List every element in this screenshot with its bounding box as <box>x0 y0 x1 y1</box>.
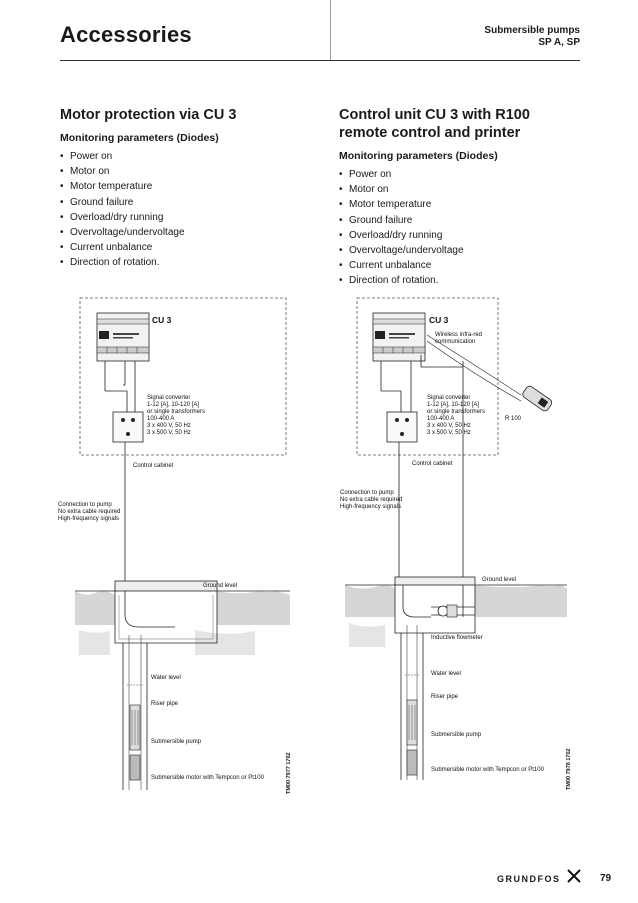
r100-label: R 100 <box>505 416 522 422</box>
motor-label: Submersible motor with Tempcon or Pt100 <box>151 775 264 781</box>
grundfos-logo: GRUNDFOS <box>497 874 561 884</box>
signal-converter-label: Signal converter 1-12 [A], 10-120 [A] or… <box>147 395 206 436</box>
water-level-label: Water level <box>151 675 181 681</box>
list-item: Direction of rotation. <box>60 255 310 270</box>
cu3-device-right <box>372 312 426 362</box>
list-item: Overload/dry running <box>60 210 310 225</box>
right-section-title-line2: remote control and printer <box>339 125 521 141</box>
list-item: Ground failure <box>339 213 589 228</box>
water-level-label-right: Water level <box>431 671 461 677</box>
list-item: Overvoltage/undervoltage <box>339 243 589 258</box>
page-number: 79 <box>600 873 612 884</box>
list-item: Overvoltage/undervoltage <box>60 225 310 240</box>
cu3-label: CU 3 <box>152 315 172 325</box>
left-diagram-code: TM00 7977 1702 <box>286 752 292 794</box>
right-section: Control unit CU 3 with R100 remote contr… <box>339 106 589 289</box>
right-section-title: Control unit CU 3 with R100 remote contr… <box>339 106 589 142</box>
right-section-subtitle: Monitoring parameters (Diodes) <box>339 150 498 162</box>
flowmeter-label: Inductive flowmeter <box>431 635 483 641</box>
ground <box>75 590 290 655</box>
list-item: Overload/dry running <box>339 228 589 243</box>
right-diagram-drawing <box>345 297 567 780</box>
list-item: Ground failure <box>60 195 310 210</box>
list-item: Current unbalance <box>60 240 310 255</box>
list-item: Motor temperature <box>339 197 589 212</box>
left-section-title: Motor protection via CU 3 <box>60 107 237 123</box>
connection-label: Connection to pump No extra cable requir… <box>58 502 121 522</box>
list-item: Motor on <box>339 182 589 197</box>
header-product: Submersible pumps SP A, SP <box>484 25 580 49</box>
signal-converter-label-right: Signal converter 1-12 [A], 10-120 [A] or… <box>427 395 486 436</box>
riser-pipe-label: Riser pipe <box>151 701 179 707</box>
right-section-title-line1: Control unit CU 3 with R100 <box>339 107 530 123</box>
ground-level-label: Ground level <box>203 583 238 589</box>
grundfos-x-icon <box>566 869 582 888</box>
cu3-device <box>96 312 150 362</box>
header-product-line1: Submersible pumps <box>484 25 580 36</box>
left-parameter-list: Power on Motor on Motor temperature Grou… <box>60 149 310 271</box>
list-item: Power on <box>60 149 310 164</box>
page-title: Accessories <box>60 22 192 47</box>
well-casing-right <box>400 625 424 780</box>
right-diagram-code: TM00 7978 1702 <box>566 748 572 790</box>
control-cabinet-label-right: Control cabinet <box>412 461 453 467</box>
list-item: Motor on <box>60 164 310 179</box>
wireless-label: Wireless infra-red communication <box>435 332 483 345</box>
left-diagram: CU 3 Signal converter 1-12 [A], 10-120 [… <box>55 295 305 795</box>
cu3-label-right: CU 3 <box>429 315 449 325</box>
left-section-subtitle: Monitoring parameters (Diodes) <box>60 132 219 144</box>
motor-label-right: Submersible motor with Tempcon or Pt100 <box>431 767 544 773</box>
header-product-line2: SP A, SP <box>538 37 580 48</box>
left-section: Motor protection via CU 3 Monitoring par… <box>60 106 310 271</box>
control-cabinet-label: Control cabinet <box>133 463 174 469</box>
header-rule <box>60 60 580 61</box>
list-item: Current unbalance <box>339 258 589 273</box>
flowmeter-icon <box>437 605 449 617</box>
riser-pipe-label-right: Riser pipe <box>431 694 459 700</box>
signal-converter-device-right <box>386 411 418 443</box>
list-item: Power on <box>339 167 589 182</box>
right-diagram: CU 3 Wireless infra-red communication R … <box>335 295 570 795</box>
signal-converter-device <box>112 411 144 443</box>
ground-right <box>345 584 567 647</box>
r100-remote <box>522 385 553 412</box>
header-divider <box>330 0 331 60</box>
submersible-pump-label: Submersible pump <box>151 739 202 745</box>
submersible-pump-label-right: Submersible pump <box>431 732 482 738</box>
well-head-right <box>394 576 476 634</box>
well-casing <box>122 635 148 790</box>
list-item: Motor temperature <box>60 179 310 194</box>
connection-label-right: Connection to pump No extra cable requir… <box>340 490 403 510</box>
right-parameter-list: Power on Motor on Motor temperature Grou… <box>339 167 589 289</box>
well-head <box>114 580 218 644</box>
left-diagram-drawing <box>75 297 290 790</box>
list-item: Direction of rotation. <box>339 273 589 288</box>
ground-level-label-right: Ground level <box>482 577 517 583</box>
